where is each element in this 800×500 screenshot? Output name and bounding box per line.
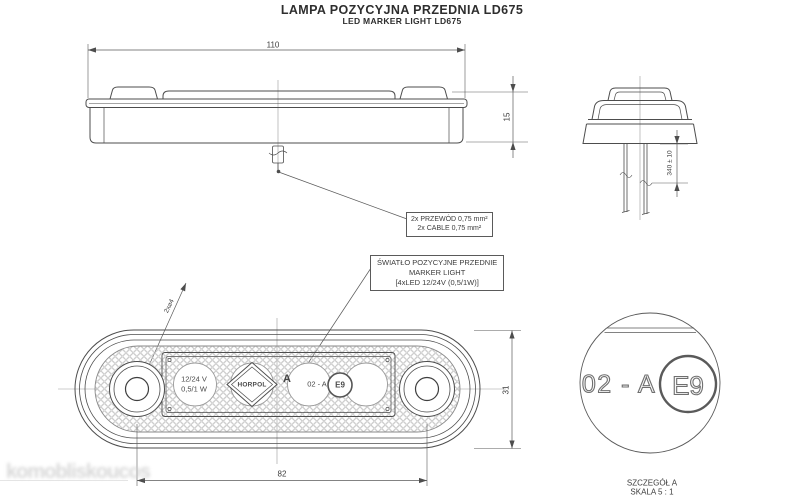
dim-82-label: 82 <box>277 469 287 479</box>
function-note-line3: [4xLED 12/24V (0,5/1W)] <box>395 278 479 288</box>
detail-view <box>579 312 721 454</box>
marking-power: 0,5/1 W <box>181 384 207 394</box>
detail-callout-letter: A <box>283 373 291 385</box>
cable-note-line1: 2x PRZEWÓD 0,75 mm² <box>411 216 488 223</box>
cables <box>619 143 653 215</box>
marking-approval: 02 - A <box>307 379 327 389</box>
title-line2: LED MARKER LIGHT LD675 <box>342 16 462 26</box>
dim-340-label: 340 ± 10 <box>666 150 674 176</box>
dimension-15 <box>452 76 528 158</box>
marking-voltage: 12/24 V <box>181 374 207 384</box>
detail-caption-line1: SZCZEGÓŁ A <box>626 478 678 488</box>
function-note-line1: ŚWIATŁO POZYCYJNE PRZEDNIE <box>377 258 498 267</box>
mount-pad-left <box>109 86 158 100</box>
dimension-340 <box>652 130 688 197</box>
e-mark-ring <box>327 372 353 398</box>
mounting-hole-left <box>109 361 165 417</box>
dimension-110 <box>87 44 466 98</box>
dim-110-label: 110 <box>266 40 280 50</box>
detail-caption-line2: SKALA 5 : 1 <box>630 487 674 497</box>
dim-15-label: 15 <box>502 112 512 122</box>
cable-connector <box>268 145 288 174</box>
side-view <box>85 80 468 174</box>
front-view <box>58 318 506 464</box>
function-note-line2: MARKER LIGHT <box>409 268 466 278</box>
title-line1: LAMPA POZYCYJNA PRZEDNIA LD675 <box>280 3 524 17</box>
dimension-31 <box>474 330 521 449</box>
end-view <box>582 76 698 220</box>
brand-diamond <box>226 361 278 408</box>
cable-note-leader <box>279 172 408 220</box>
marking-e-mark: E9 <box>335 380 345 390</box>
cable-note-box: 2x PRZEWÓD 0,75 mm² 2x CABLE 0,75 mm² <box>406 212 493 237</box>
detail-approval-text: 02 - A <box>581 370 657 399</box>
marking-brand: HORPOL <box>237 381 267 389</box>
watermark: komobliskoucos <box>6 461 151 483</box>
function-note-box: ŚWIATŁO POZYCYJNE PRZEDNIE MARKER LIGHT … <box>370 255 505 292</box>
dim-31-label: 31 <box>501 385 511 395</box>
mounting-hole-right <box>399 361 455 417</box>
cable-note-line2: 2x CABLE 0,75 mm² <box>417 225 482 233</box>
mount-pad-right <box>399 86 448 100</box>
dimension-82 <box>0 424 428 486</box>
detail-e-ring <box>658 354 718 414</box>
detail-e-mark-text: E9 <box>672 370 705 401</box>
